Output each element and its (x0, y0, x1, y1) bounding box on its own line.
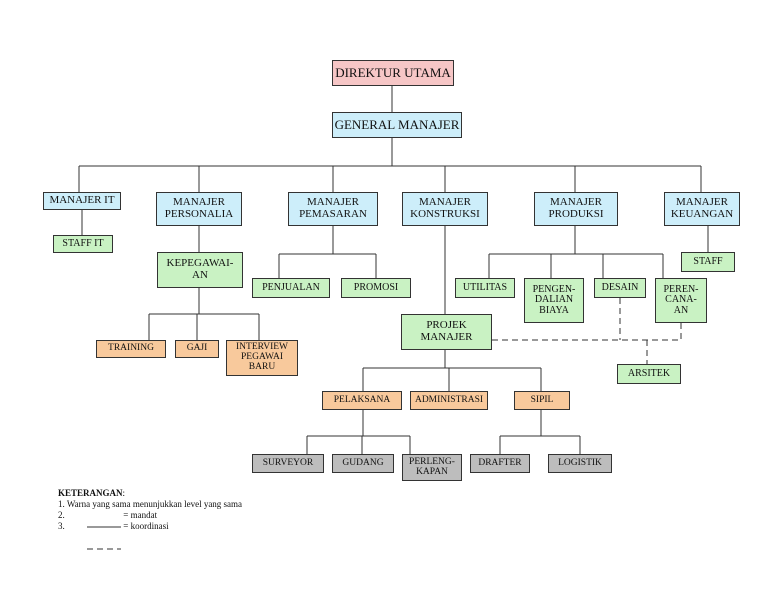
interview-pegawai-baru-box: INTERVIEW PEGAWAI BARU (226, 340, 298, 376)
staff-it-box: STAFF IT (53, 235, 113, 253)
legend-koordinasi-text: = koordinasi (123, 521, 169, 531)
gaji-box: GAJI (175, 340, 219, 358)
legend-line-3: 3. = koordinasi (58, 521, 248, 532)
general-manajer-box: GENERAL MANAJER (332, 112, 462, 138)
manajer-keuangan-box: MANAJER KEUANGAN (664, 192, 740, 226)
manajer-produksi-box: MANAJER PRODUKSI (534, 192, 618, 226)
gudang-box: GUDANG (332, 454, 394, 473)
training-box: TRAINING (96, 340, 166, 358)
manajer-personalia-box: MANAJER PERSONALIA (156, 192, 242, 226)
pelaksana-box: PELAKSANA (322, 391, 402, 410)
logistik-box: LOGISTIK (548, 454, 612, 473)
pengendalian-biaya-box: PENGEN- DALIAN BIAYA (524, 278, 584, 323)
manajer-pemasaran-box: MANAJER PEMASARAN (288, 192, 378, 226)
legend-title: KETERANGAN (58, 488, 123, 498)
manajer-it-box: MANAJER IT (43, 192, 121, 210)
drafter-box: DRAFTER (470, 454, 530, 473)
penjualan-box: PENJUALAN (252, 278, 330, 298)
legend-line-1: 1. Warna yang sama menunjukkan level yan… (58, 499, 243, 509)
manajer-konstruksi-box: MANAJER KONSTRUKSI (402, 192, 488, 226)
legend-line-2: 2. = mandat (58, 510, 248, 521)
desain-box: DESAIN (594, 278, 646, 298)
sipil-box: SIPIL (514, 391, 570, 410)
staff-keuangan-box: STAFF (681, 252, 735, 272)
perlengkapan-box: PERLENG- KAPAN (402, 454, 462, 481)
perencanaan-box: PEREN- CANA- AN (655, 278, 707, 323)
legend-line-3-number: 3. (58, 521, 65, 531)
projek-manajer-box: PROJEK MANAJER (401, 314, 492, 350)
arsitek-box: ARSITEK (617, 364, 681, 384)
surveyor-box: SURVEYOR (252, 454, 324, 473)
administrasi-box: ADMINISTRASI (410, 391, 488, 410)
direktur-utama-box: DIREKTUR UTAMA (332, 60, 454, 86)
legend: KETERANGAN: 1. Warna yang sama menunjukk… (58, 488, 248, 532)
utilitas-box: UTILITAS (455, 278, 515, 298)
legend-line-2-number: 2. (58, 510, 65, 520)
legend-mandat-text: = mandat (123, 510, 158, 520)
kepegawaian-box: KEPEGAWAI- AN (157, 252, 243, 288)
promosi-box: PROMOSI (341, 278, 411, 298)
